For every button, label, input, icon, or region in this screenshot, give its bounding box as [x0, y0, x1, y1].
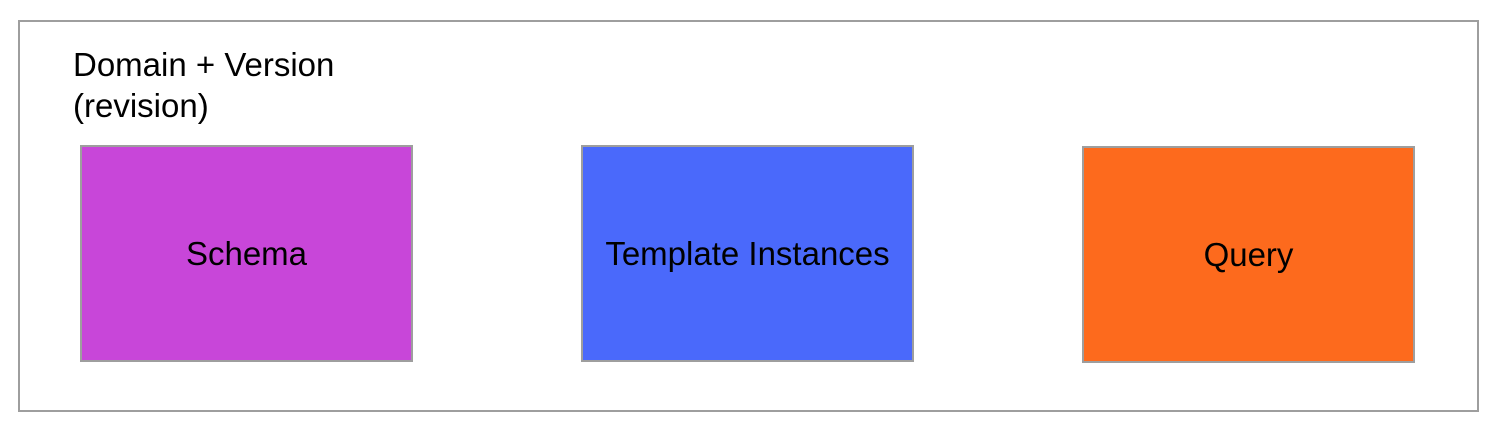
- container-title-line-2: (revision): [73, 87, 209, 124]
- container-title: Domain + Version (revision): [73, 44, 334, 126]
- template-instances-box: Template Instances: [581, 145, 914, 362]
- schema-label: Schema: [185, 234, 308, 272]
- query-box: Query: [1082, 146, 1415, 363]
- query-label: Query: [1203, 235, 1294, 273]
- template-instances-label: Template Instances: [605, 234, 890, 272]
- schema-box: Schema: [80, 145, 413, 362]
- container-title-line-1: Domain + Version: [73, 46, 335, 83]
